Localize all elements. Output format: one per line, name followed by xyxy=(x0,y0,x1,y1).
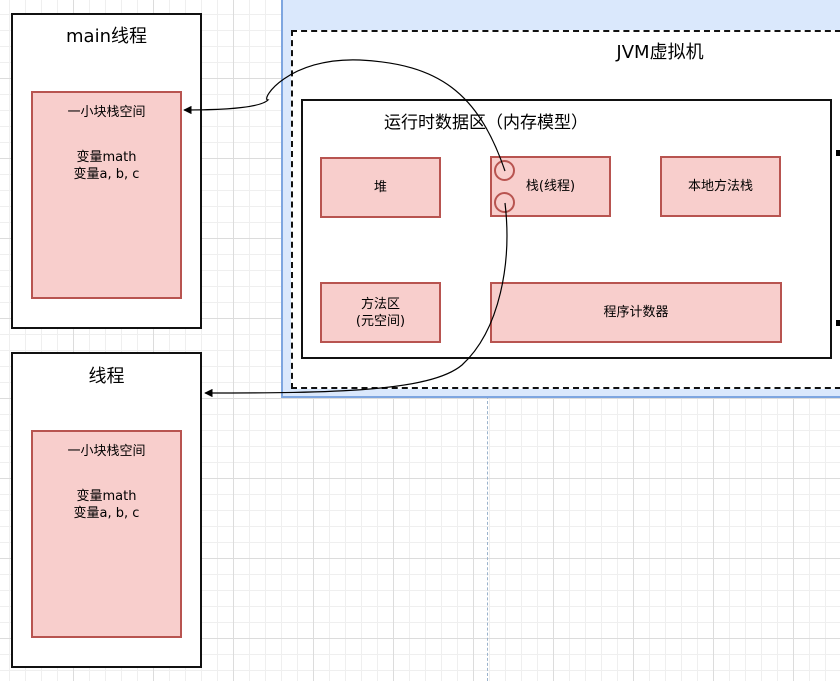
connector-stack-to-thread[interactable] xyxy=(204,202,508,398)
stack-frame-circle-2[interactable] xyxy=(494,192,515,213)
stack-label: 栈(线程) xyxy=(525,179,576,194)
var-math: 变量math xyxy=(76,489,137,504)
native-method-stack-label: 本地方法栈 xyxy=(687,179,753,194)
stack-space-title: 一小块栈空间 xyxy=(67,444,146,459)
stack-space-vars: 变量math 变量a, b, c xyxy=(33,149,180,183)
edge-arrow-marker xyxy=(836,320,840,326)
var-abc: 变量a, b, c xyxy=(73,506,140,521)
main-thread-title: main线程 xyxy=(66,26,147,47)
jvm-title: JVM虚拟机 xyxy=(616,42,704,63)
main-thread-stack-space[interactable]: 一小块栈空间 变量math 变量a, b, c xyxy=(31,91,182,299)
program-counter-box[interactable]: 程序计数器 xyxy=(490,282,782,343)
method-area-box[interactable]: 方法区 (元空间) xyxy=(320,282,441,343)
var-abc: 变量a, b, c xyxy=(73,167,140,182)
stack-space-vars: 变量math 变量a, b, c xyxy=(33,488,180,522)
thread-title: 线程 xyxy=(88,366,125,387)
heap-box[interactable]: 堆 xyxy=(320,157,441,218)
var-math: 变量math xyxy=(76,150,137,165)
heap-label: 堆 xyxy=(373,180,387,195)
thread-stack-space[interactable]: 一小块栈空间 变量math 变量a, b, c xyxy=(31,430,182,638)
method-area-label: 方法区 xyxy=(360,296,400,312)
stack-space-title: 一小块栈空间 xyxy=(67,105,146,120)
runtime-data-area-title: 运行时数据区（内存模型） xyxy=(384,113,588,133)
guide-line xyxy=(487,396,488,681)
method-area-sublabel: (元空间) xyxy=(355,313,406,329)
program-counter-label: 程序计数器 xyxy=(603,305,669,320)
connector-stack-to-main-thread[interactable] xyxy=(183,59,506,172)
native-method-stack-box[interactable]: 本地方法栈 xyxy=(660,156,781,217)
edge-arrow-marker xyxy=(836,150,840,156)
